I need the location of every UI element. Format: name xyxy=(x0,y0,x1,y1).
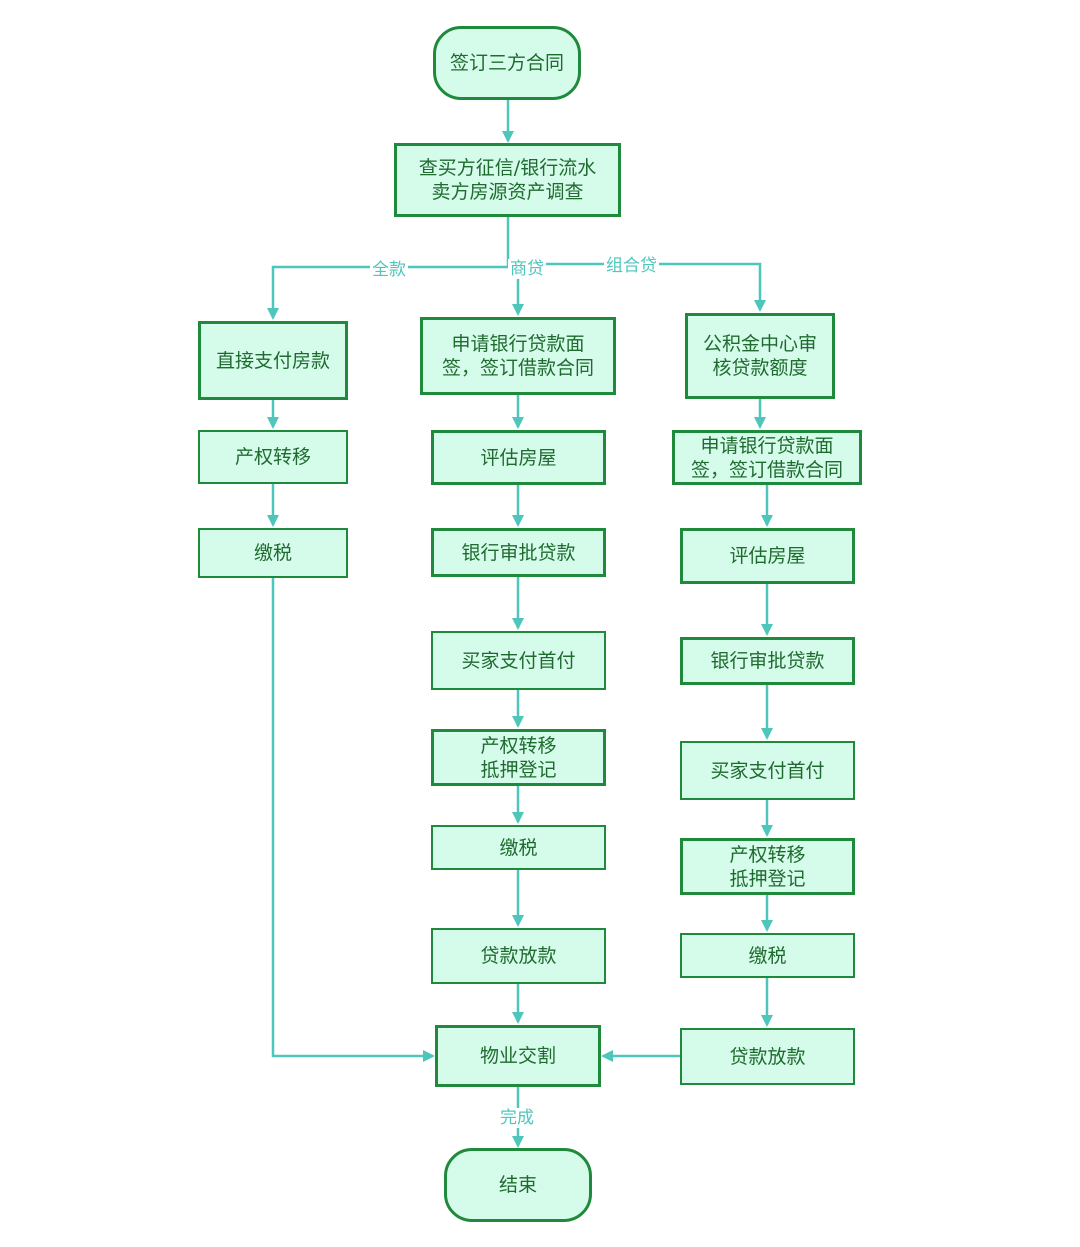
start-node: 签订三方合同 xyxy=(433,26,581,100)
combo-apply-node: 申请银行贷款面 签，签订借款合同 xyxy=(672,430,862,485)
combo-fund-node: 公积金中心审 核贷款额度 xyxy=(685,313,835,399)
combo-assess-node: 评估房屋 xyxy=(680,528,855,584)
biz-tax-node: 缴税 xyxy=(431,825,606,870)
combo-approve-node: 银行审批贷款 xyxy=(680,637,855,685)
biz-down-payment-node: 买家支付首付 xyxy=(431,631,606,690)
edge-label-business: 商贷 xyxy=(508,259,546,279)
edge-full-3 xyxy=(271,578,435,1062)
end-node: 结束 xyxy=(444,1148,592,1222)
handover-node: 物业交割 xyxy=(435,1025,601,1087)
biz-assess-node: 评估房屋 xyxy=(431,430,606,485)
check-credit-node: 查买方征信/银行流水 卖方房源资产调查 xyxy=(394,143,621,217)
edge-label-full: 全款 xyxy=(370,260,408,280)
biz-transfer-node: 产权转移 抵押登记 xyxy=(431,729,606,786)
biz-release-node: 贷款放款 xyxy=(431,928,606,984)
edge-to-combo xyxy=(518,262,766,312)
combo-transfer-node: 产权转移 抵押登记 xyxy=(680,838,855,895)
edge-label-combo: 组合贷 xyxy=(604,256,659,276)
combo-down-payment-node: 买家支付首付 xyxy=(680,741,855,800)
edge-label-done: 完成 xyxy=(498,1108,536,1128)
combo-release-node: 贷款放款 xyxy=(680,1028,855,1085)
biz-approve-node: 银行审批贷款 xyxy=(431,528,606,577)
full-tax-node: 缴税 xyxy=(198,528,348,578)
biz-apply-node: 申请银行贷款面 签，签订借款合同 xyxy=(420,317,616,395)
edge-to-full xyxy=(267,265,508,320)
combo-tax-node: 缴税 xyxy=(680,933,855,978)
full-pay-node: 直接支付房款 xyxy=(198,321,348,400)
full-transfer-node: 产权转移 xyxy=(198,430,348,484)
